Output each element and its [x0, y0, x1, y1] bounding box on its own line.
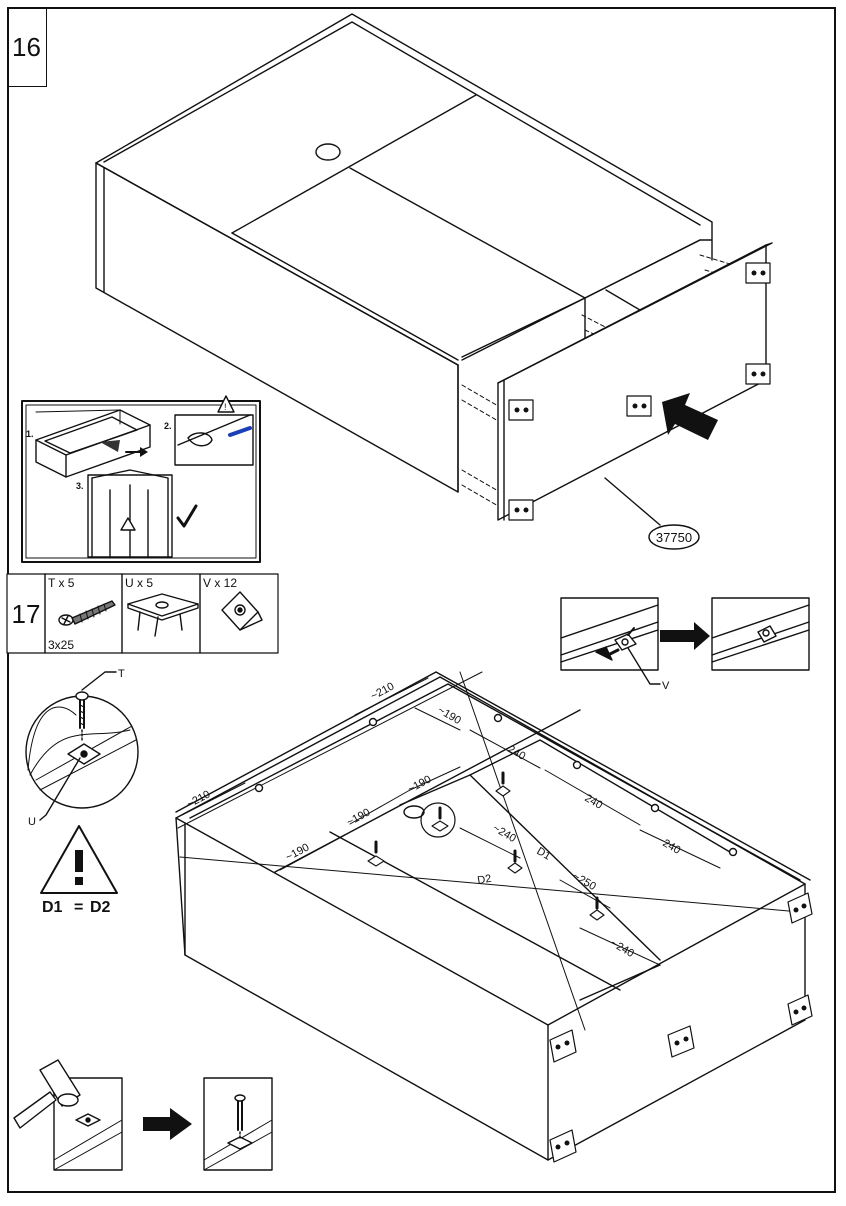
cabinet-step16: 37750	[95, 13, 773, 550]
corner-connector-icon	[221, 591, 263, 631]
hammer-icon	[13, 1059, 81, 1129]
part-number-label: 37750	[656, 530, 692, 545]
svg-text:3.: 3.	[76, 481, 84, 491]
dim-d2: D2	[476, 873, 492, 887]
callout-v: V	[662, 680, 670, 692]
rule-d2: D2	[90, 899, 111, 916]
part-t-size: 3x25	[48, 638, 74, 652]
part-u-label: U x 5	[125, 576, 153, 590]
svg-text:!: !	[224, 402, 227, 412]
bracket-plate-icon	[127, 593, 199, 637]
arrow-right-icon	[660, 622, 710, 650]
screw-icon	[58, 600, 116, 626]
svg-text:2.: 2.	[164, 421, 172, 431]
push-arrow-icon	[662, 393, 718, 440]
part-t-label: T x 5	[48, 576, 75, 590]
part-v-label: V x 12	[203, 576, 237, 590]
callout-t: T	[118, 668, 125, 680]
connector-detail: V	[560, 597, 810, 692]
svg-text:1.: 1.	[26, 429, 34, 439]
rule-d1: D1	[42, 899, 63, 916]
hammer-detail	[13, 1059, 273, 1171]
dim-a210: ~210	[369, 680, 397, 702]
step-17-number: 17	[12, 599, 41, 629]
arrow-right-icon	[143, 1108, 192, 1140]
cabinet-step17: ~210 ~210 ~190 ~190 ~190 ~190 240 240 24…	[175, 671, 813, 1163]
diagonal-rule: D1 = D2	[40, 825, 118, 916]
parts-table: 17 T x 5 3x25 U x 5 V x 12	[6, 573, 279, 654]
callout-u: U	[28, 816, 36, 828]
cable-hole-icon	[315, 143, 341, 161]
step-16-number: 16	[7, 7, 47, 87]
rule-eq: =	[74, 899, 83, 916]
screw-detail: T U	[25, 668, 139, 828]
instruction-inset: 1. 2. 3. !	[21, 395, 261, 563]
